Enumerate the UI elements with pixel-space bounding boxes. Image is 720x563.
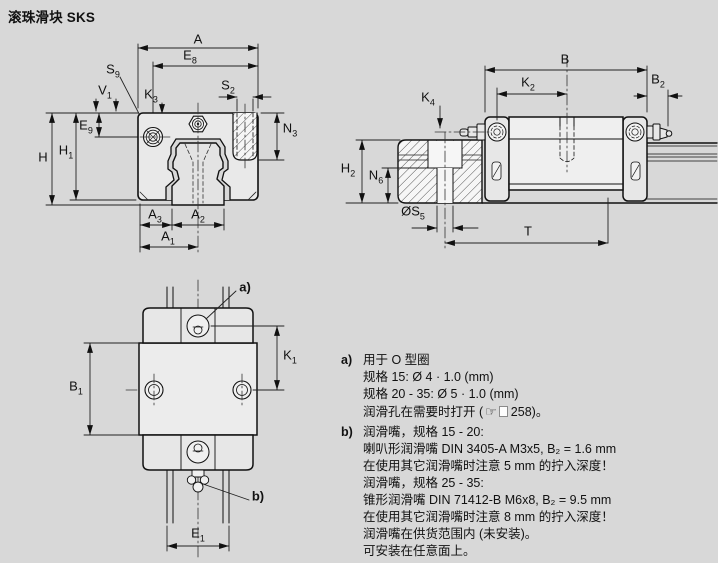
top-view-drawing [83,279,285,559]
dim-label-H2: H2 [340,160,356,179]
note-b-line8: 可安装在任意面上。 [363,544,476,558]
dim-label-A2: A2 [191,206,205,225]
dim-label-E1: E1 [191,525,205,544]
grease-nipple-right [646,123,673,141]
threaded-bore-section [232,103,258,169]
note-b-line3: 在使用其它润滑嘴时注意 5 mm 的拧入深度！ [363,459,614,473]
guide-rail [481,142,718,204]
dim-label-N6: N6 [368,167,384,186]
side-view-drawing [345,55,718,249]
leader-b [202,483,250,501]
dim-label-E9: E9 [79,117,93,136]
dim-label-K3: K3 [144,86,158,105]
carriage-side [484,116,648,202]
note-b-line7: 润滑嘴在供货范围内 (未安装)。 [363,527,538,541]
note-b-line1: 润滑嘴，规格 15 - 20: [363,425,484,439]
dim-label-S9: S9 [106,61,120,80]
page-icon [498,406,508,417]
page-edge [718,0,720,563]
dim-label-S5: ØS5 [401,203,425,222]
lube-port-top [186,314,210,338]
dim-label-A3: A3 [148,206,162,225]
note-b-line4: 润滑嘴，规格 25 - 35: [363,476,484,490]
front-view-drawing [45,43,285,253]
note-b-label: b) [341,425,353,439]
note-b-line2: 喇叭形润滑嘴 DIN 3405-A M3x5, B₂ = 1.6 mm [363,442,617,456]
dim-label-K1: K1 [283,347,297,366]
dim-label-b-ref: b) [251,488,265,504]
dim-label-B2: B2 [651,71,665,90]
mounting-holes [144,373,252,407]
page-reference[interactable]: 258 [510,405,532,419]
page-title: 滚珠滑块 SKS [8,10,96,25]
dim-label-a-ref: a) [239,279,251,295]
dim-label-K2: K2 [521,74,535,93]
dim-label-B: B [560,51,570,67]
footnotes: a) 用于 O 型圈 规格 15: Ø 4 · 1.0 (mm) 规格 20 -… [341,352,715,563]
center-thread-hole [559,55,575,173]
note-a-line3: 规格 20 - 35: Ø 5 · 1.0 (mm) [363,387,519,401]
note-b-line5: 锥形润滑嘴 DIN 71412-B M6x8, B₂ = 9.5 mm [363,493,612,507]
note-a-line1: 用于 O 型圈 [363,353,430,367]
dim-label-A: A [193,31,203,47]
dim-label-B1: B1 [69,378,83,397]
dim-label-H: H [38,149,48,165]
dim-label-T: T [524,223,532,239]
dim-label-A1: A1 [161,228,175,247]
grease-nipple-top-view [186,469,210,493]
dim-label-V1: V1 [98,82,112,101]
note-a-label: a) [341,353,353,367]
dim-label-H1: H1 [58,142,74,161]
pointing-hand-icon: ☞ [485,404,497,419]
dim-label-N3: N3 [282,120,298,139]
note-b: b) 润滑嘴，规格 15 - 20: 喇叭形润滑嘴 DIN 3405-A M3x… [341,424,715,560]
dim-label-E8: E8 [183,47,197,66]
rail-cross-section [397,131,483,249]
note-a-line4: 润滑孔在需要时打开 (☞258)。 [363,404,549,419]
note-b-line6: 在使用其它润滑嘴时注意 8 mm 的拧入深度！ [363,510,614,524]
note-a: a) 用于 O 型圈 规格 15: Ø 4 · 1.0 (mm) 规格 20 -… [341,352,715,421]
note-a-line2: 规格 15: Ø 4 · 1.0 (mm) [363,370,494,384]
guide-rail-top [166,286,230,524]
dim-label-K4: K4 [421,89,435,108]
dim-label-S2: S2 [221,77,235,96]
lube-port-bottom [186,440,210,464]
leader-a [205,290,237,320]
